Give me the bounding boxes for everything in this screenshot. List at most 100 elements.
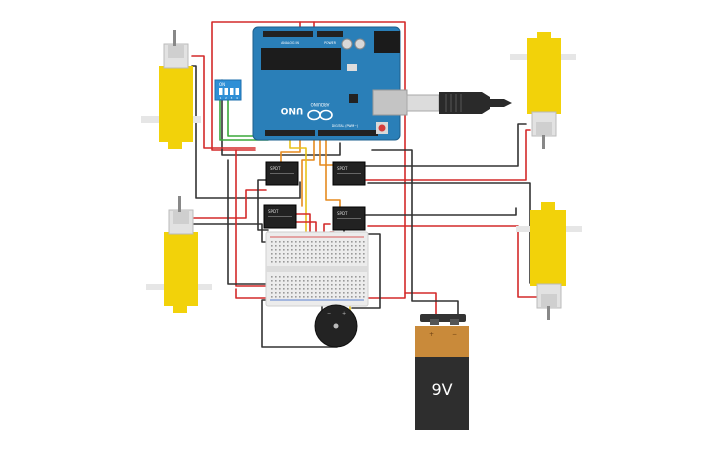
breadboard-hole <box>355 288 357 290</box>
dip-toggle-1[interactable] <box>219 88 223 95</box>
dip-switch-on-label: ON <box>219 82 225 87</box>
dip-toggle-3[interactable] <box>230 88 234 95</box>
usb-cable <box>406 92 512 114</box>
breadboard-hole <box>319 241 321 243</box>
breadboard-hole <box>331 249 333 251</box>
breadboard-hole <box>291 241 293 243</box>
breadboard-hole <box>359 276 361 278</box>
wire-bb-black-left <box>227 159 269 285</box>
breadboard-hole <box>359 284 361 286</box>
breadboard-hole <box>343 261 345 263</box>
breadboard-hole <box>355 261 357 263</box>
breadboard-hole <box>299 253 301 255</box>
breadboard-hole <box>323 261 325 263</box>
breadboard-hole <box>287 245 289 247</box>
breadboard-hole <box>335 241 337 243</box>
breadboard-hole <box>323 296 325 298</box>
breadboard-hole <box>279 253 281 255</box>
arduino-brand-label: ARDUINO <box>311 102 330 107</box>
breadboard-hole <box>283 257 285 259</box>
breadboard-hole <box>363 249 365 251</box>
relay-1-label: SPDT <box>270 166 281 171</box>
breadboard-hole <box>287 276 289 278</box>
dip-toggle-2[interactable] <box>224 88 229 95</box>
wire-battery-red <box>404 292 437 317</box>
breadboard-hole <box>299 241 301 243</box>
dip-switch[interactable]: ON 1 2 3 4 <box>214 79 242 101</box>
breadboard-hole <box>315 296 317 298</box>
breadboard-hole <box>351 249 353 251</box>
breadboard-hole <box>339 245 341 247</box>
breadboard-hole <box>271 261 273 263</box>
breadboard-hole <box>303 253 305 255</box>
breadboard-hole <box>347 253 349 255</box>
breadboard-hole <box>355 280 357 282</box>
breadboard-holes <box>271 241 365 298</box>
breadboard-hole <box>271 253 273 255</box>
breadboard-hole <box>327 292 329 294</box>
breadboard-hole <box>295 292 297 294</box>
breadboard-hole <box>347 245 349 247</box>
breadboard-hole <box>287 249 289 251</box>
breadboard-hole <box>355 284 357 286</box>
wire-signal-orange-2 <box>301 136 315 207</box>
breadboard-hole <box>343 280 345 282</box>
breadboard-hole <box>275 253 277 255</box>
breadboard-hole <box>287 296 289 298</box>
breadboard-hole <box>319 249 321 251</box>
relay-1: SPDT <box>265 161 299 186</box>
breadboard-hole <box>331 253 333 255</box>
buzzer-plus-label: + <box>342 311 346 317</box>
breadboard-hole <box>319 288 321 290</box>
breadboard-hole <box>287 288 289 290</box>
dip-toggle-4[interactable] <box>235 88 240 95</box>
breadboard-hole <box>287 280 289 282</box>
wire-buzzer-black <box>261 299 338 348</box>
breadboard-hole <box>347 284 349 286</box>
breadboard-hole <box>307 257 309 259</box>
breadboard-hole <box>327 245 329 247</box>
breadboard-hole <box>351 241 353 243</box>
breadboard-hole <box>315 257 317 259</box>
breadboard-hole <box>351 288 353 290</box>
breadboard-hole <box>315 261 317 263</box>
breadboard-hole <box>291 253 293 255</box>
motor-left-top <box>141 30 201 149</box>
breadboard-hole <box>327 261 329 263</box>
breadboard-hole <box>291 245 293 247</box>
breadboard-hole <box>275 276 277 278</box>
breadboard-hole <box>315 249 317 251</box>
breadboard-hole <box>335 253 337 255</box>
breadboard-hole <box>351 296 353 298</box>
wire-relay-black-a <box>257 179 269 231</box>
breadboard-hole <box>283 253 285 255</box>
wire-motor-rt-red <box>365 129 531 181</box>
breadboard-hole <box>335 276 337 278</box>
breadboard-hole <box>295 261 297 263</box>
breadboard-hole <box>323 249 325 251</box>
breadboard-hole <box>311 253 313 255</box>
breadboard-hole <box>335 261 337 263</box>
battery-minus-label: − <box>452 331 457 338</box>
breadboard-hole <box>351 292 353 294</box>
breadboard-hole <box>283 249 285 251</box>
breadboard-hole <box>331 276 333 278</box>
breadboard-hole <box>275 245 277 247</box>
breadboard-hole <box>291 284 293 286</box>
breadboard-hole <box>315 292 317 294</box>
breadboard-hole <box>307 249 309 251</box>
breadboard-hole <box>279 276 281 278</box>
breadboard-hole <box>355 245 357 247</box>
breadboard-hole <box>311 296 313 298</box>
breadboard-hole <box>359 280 361 282</box>
breadboard-hole <box>359 288 361 290</box>
breadboard-hole <box>331 292 333 294</box>
breadboard-hole <box>283 261 285 263</box>
breadboard-hole <box>279 257 281 259</box>
battery-label: 9V <box>431 380 452 399</box>
relay-2: SPDT <box>332 161 366 186</box>
breadboard-hole <box>287 284 289 286</box>
breadboard-hole <box>283 296 285 298</box>
breadboard-hole <box>323 284 325 286</box>
battery-plus-label: + <box>429 331 434 338</box>
